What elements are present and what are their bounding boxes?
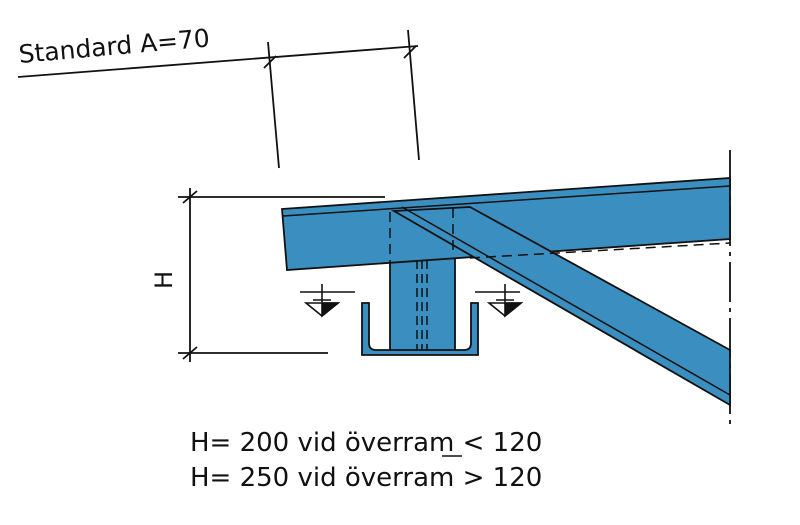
channel-section [361, 302, 479, 356]
leader-line [17, 45, 419, 78]
top-beam [281, 177, 731, 271]
level-symbol-left [300, 284, 355, 318]
diagonal-brace [390, 206, 731, 407]
h-dimension-label: H [150, 270, 179, 290]
level-symbol-right [475, 284, 524, 318]
note-h250: H= 250 vid överram > 120 [190, 463, 543, 493]
dim-line-left [267, 41, 280, 169]
note-h200: H= 200 vid överram < 120 [190, 428, 543, 458]
